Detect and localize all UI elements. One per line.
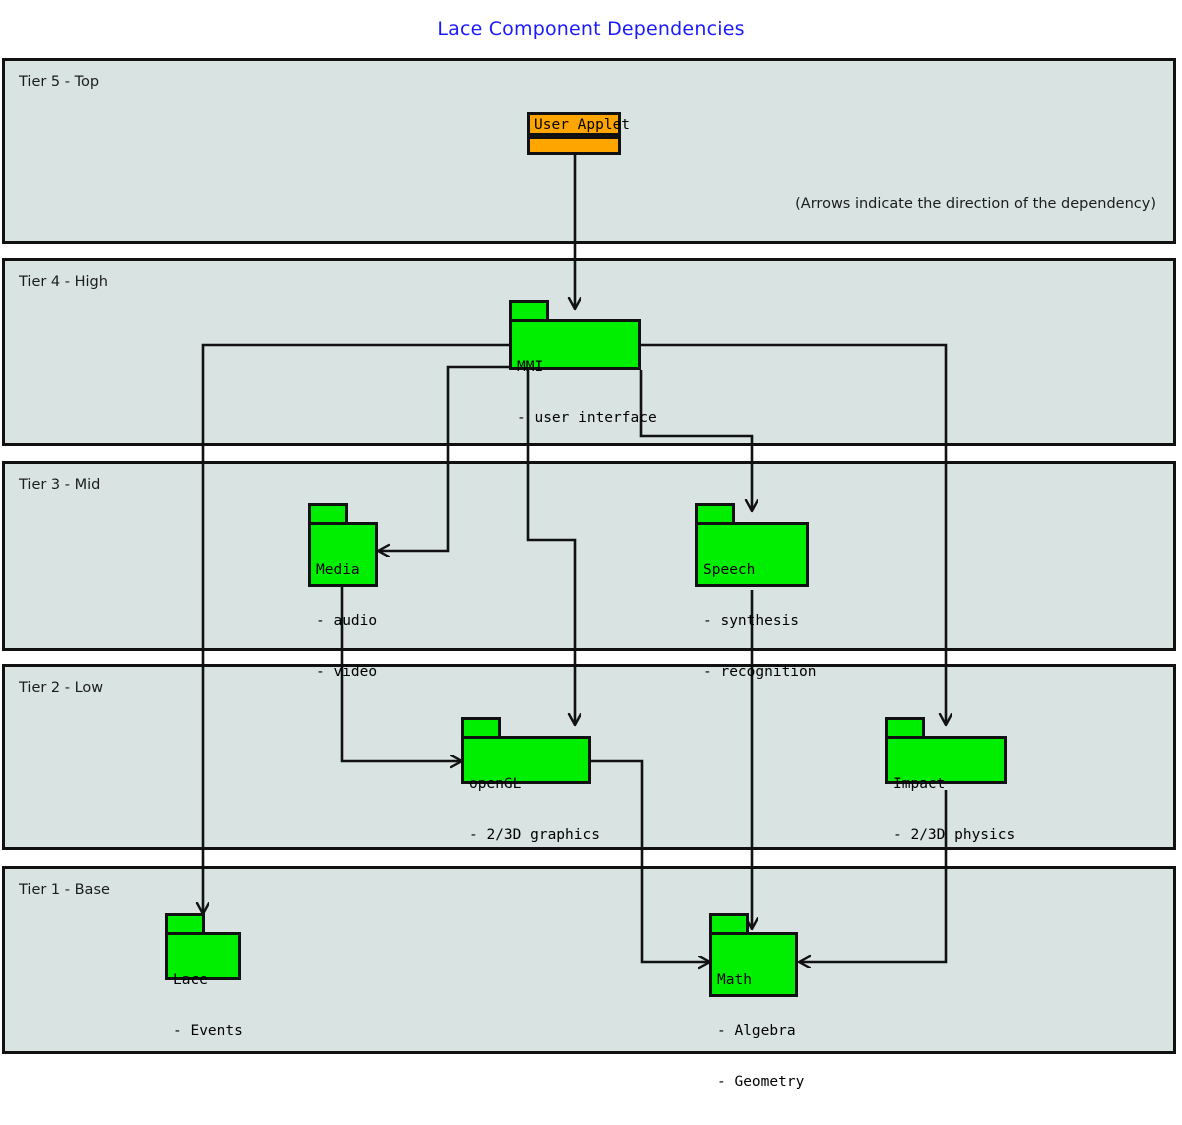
component-user-applet[interactable]: User Applet [527, 112, 630, 155]
component-body [527, 136, 621, 155]
component-opengl[interactable]: openGL - 2/3D graphics [461, 717, 600, 843]
component-item: - 2/3D graphics [469, 827, 600, 843]
component-speech[interactable]: Speech - synthesis - recognition [695, 503, 817, 680]
component-math[interactable]: Math - Algebra - Geometry [709, 913, 804, 1090]
component-item: - Algebra [717, 1023, 796, 1039]
component-title: Impact [893, 776, 946, 792]
component-item: - recognition [703, 664, 817, 680]
tier-band-high: Tier 4 - High [2, 258, 1176, 446]
component-body: Impact - 2/3D physics [885, 736, 1015, 843]
component-body: Lace - Events [165, 932, 243, 1039]
component-body: MMI - user interface [509, 319, 657, 426]
tier-label: Tier 4 - High [19, 274, 108, 290]
tier-label: Tier 2 - Low [19, 680, 104, 696]
component-item: - Geometry [717, 1074, 805, 1090]
tier-label: Tier 3 - Mid [19, 477, 101, 493]
legend-note: (Arrows indicate the direction of the de… [795, 196, 1156, 212]
component-body: Math - Algebra - Geometry [709, 932, 804, 1090]
component-title: openGL [469, 776, 522, 792]
component-mmi[interactable]: MMI - user interface [509, 300, 657, 426]
component-body: Media - audio - video [308, 522, 378, 680]
tier-band-mid: Tier 3 - Mid [2, 461, 1176, 651]
component-title: User Applet [527, 112, 630, 136]
component-item: - synthesis [703, 613, 800, 629]
component-item: - audio [316, 613, 378, 629]
component-title: Math [717, 972, 752, 988]
tier-band-base: Tier 1 - Base [2, 866, 1176, 1054]
component-media[interactable]: Media - audio - video [308, 503, 378, 680]
component-title: MMI [517, 359, 544, 375]
tier-label: Tier 5 - Top [19, 74, 100, 90]
component-item: - Events [173, 1023, 243, 1039]
component-item: - user interface [517, 410, 657, 426]
component-lace[interactable]: Lace - Events [165, 913, 243, 1039]
component-item: - 2/3D physics [893, 827, 1016, 843]
component-title: Speech [703, 562, 756, 578]
component-body: Speech - synthesis - recognition [695, 522, 817, 680]
component-body: openGL - 2/3D graphics [461, 736, 600, 843]
component-impact[interactable]: Impact - 2/3D physics [885, 717, 1015, 843]
page-title: Lace Component Dependencies [437, 18, 745, 40]
tier-label: Tier 1 - Base [19, 882, 110, 898]
component-title: Lace [173, 972, 208, 988]
component-title: Media [316, 562, 360, 578]
component-item: - video [316, 664, 378, 680]
